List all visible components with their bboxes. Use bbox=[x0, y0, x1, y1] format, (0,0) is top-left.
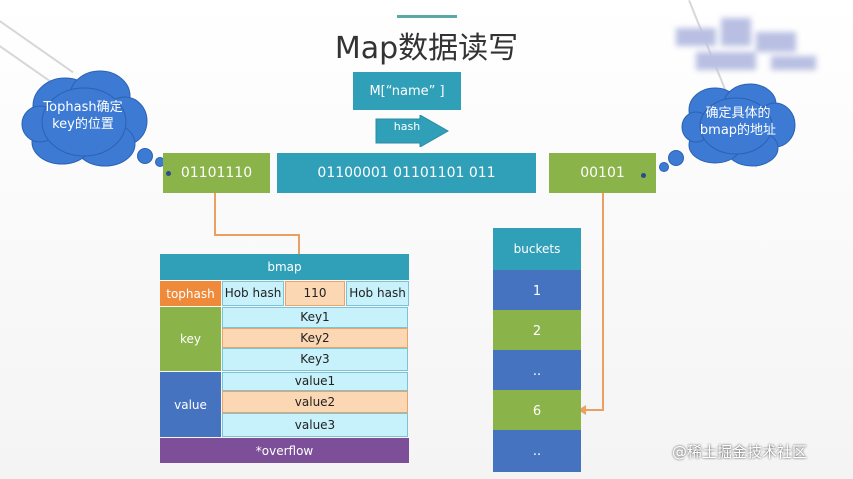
key-slot: Key3 bbox=[222, 348, 408, 371]
blurred-region bbox=[676, 18, 826, 74]
value-slot: value2 bbox=[222, 391, 408, 413]
middle-bits-box: 01100001 01101101 011 bbox=[277, 153, 536, 193]
bucket-item: .. bbox=[493, 430, 581, 472]
bucket-item: 6 bbox=[493, 390, 581, 432]
tophash-cell: Hob hash bbox=[222, 281, 284, 306]
buckets-header: buckets bbox=[493, 228, 581, 270]
value-slot: value1 bbox=[222, 372, 408, 391]
thought-bubble bbox=[668, 150, 684, 166]
bmap-header: bmap bbox=[160, 254, 409, 280]
title-accent-bar bbox=[397, 15, 457, 18]
slide-title: Map数据读写 bbox=[334, 31, 519, 66]
bucket-item: 2 bbox=[493, 310, 581, 352]
overflow-pointer: *overflow bbox=[160, 438, 409, 463]
key-slot: Key1 bbox=[222, 307, 408, 328]
left-cloud-shape bbox=[21, 70, 148, 167]
value-label: value bbox=[160, 372, 221, 437]
hash-label: hash bbox=[393, 120, 421, 133]
key-slot: Key2 bbox=[222, 328, 408, 348]
bucket-item: .. bbox=[493, 350, 581, 392]
tophash-label: tophash bbox=[160, 281, 221, 306]
bucket-item: 1 bbox=[493, 270, 581, 312]
tophash-cell: Hob hash bbox=[346, 281, 409, 306]
connector-dot bbox=[641, 173, 646, 178]
tophash-cell: 110 bbox=[285, 281, 345, 306]
map-access-box: M[“name” ] bbox=[353, 72, 461, 110]
right-cloud-text: 确定具体的bmap的地址 bbox=[699, 106, 777, 138]
right-cloud-shape bbox=[681, 83, 796, 167]
thought-bubble bbox=[137, 148, 153, 164]
connector-dot bbox=[166, 171, 171, 176]
left-cloud-text: Tophash确定key的位置 bbox=[43, 100, 123, 132]
thought-bubble bbox=[659, 162, 669, 172]
hash-arrow-icon bbox=[375, 115, 450, 147]
value-slot: value3 bbox=[222, 413, 408, 437]
low-bits-box: 00101 bbox=[549, 153, 656, 193]
tophash-bits-box: 01101110 bbox=[163, 153, 270, 193]
key-label: key bbox=[160, 307, 221, 371]
watermark: @稀土掘金技术社区 bbox=[672, 443, 808, 461]
